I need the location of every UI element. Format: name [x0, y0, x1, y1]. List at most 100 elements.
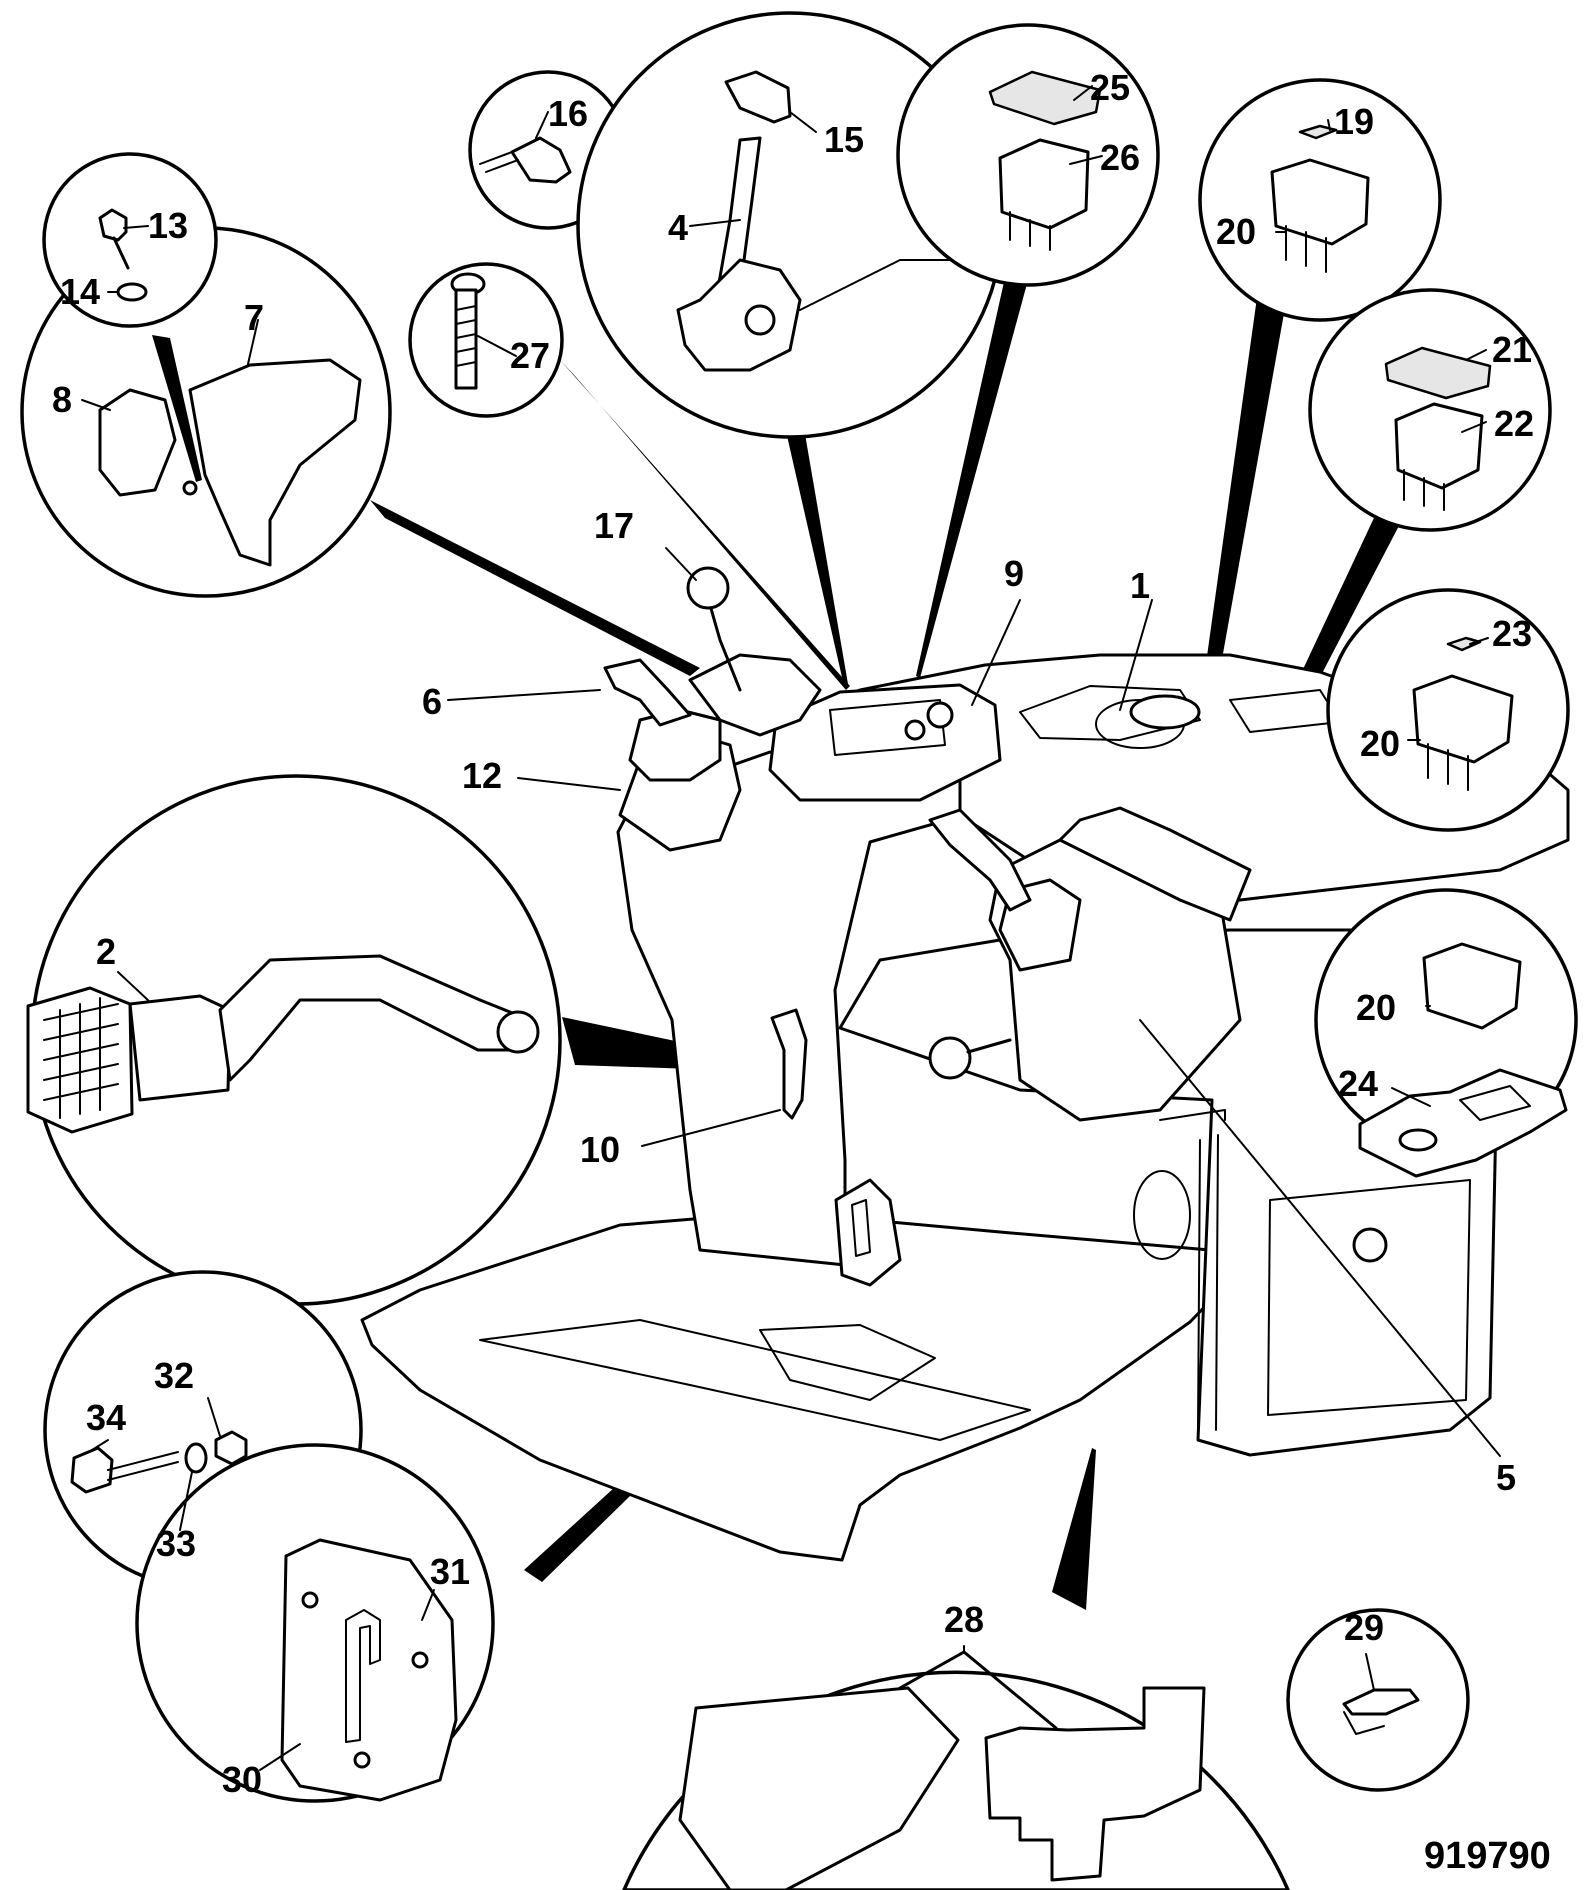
leader-p23 [1469, 637, 1489, 645]
leader-p10 [641, 1109, 781, 1147]
label-26: 26 [1100, 137, 1140, 178]
detail-latch-30 [43, 1270, 495, 1803]
heater-duct-2 [218, 954, 522, 1082]
left-armrest-pad [688, 653, 822, 737]
floor-recess [479, 1319, 1031, 1441]
label-9: 9 [1004, 553, 1024, 594]
leader-p32 [207, 1397, 221, 1437]
leader-p5 [1139, 1019, 1501, 1457]
leader-p2 [117, 971, 151, 1003]
label-20c: 20 [1356, 987, 1396, 1028]
label-30: 30 [222, 1759, 262, 1800]
switch-body-20b [1412, 674, 1514, 764]
label-5: 5 [1496, 1457, 1516, 1498]
leader-p17 [665, 547, 697, 581]
wedge-lever-4 [780, 405, 848, 686]
leader-p8 [81, 399, 111, 411]
label-12: 12 [462, 755, 502, 796]
label-21: 21 [1492, 329, 1532, 370]
label-16: 16 [548, 93, 588, 134]
switch-cap-19 [1298, 124, 1338, 140]
right-joystick-grip [928, 808, 1032, 912]
switch-body-20c [1422, 942, 1522, 1030]
detail-lever-4 [576, 11, 1004, 439]
leader-p12 [517, 777, 621, 791]
wedge-pad-28 [1052, 1448, 1096, 1610]
leader-p29 [1365, 1653, 1375, 1691]
bolt-16 [510, 136, 572, 184]
leader-lines [81, 85, 1501, 1771]
label-10: 10 [580, 1129, 620, 1170]
bolt-27-shaft [454, 288, 478, 390]
label-2: 2 [96, 931, 116, 972]
label-6: 6 [422, 681, 442, 722]
leader-p6 [447, 689, 601, 701]
label-34: 34 [86, 1397, 126, 1438]
label-28: 28 [944, 1599, 984, 1640]
leader-p22 [1461, 421, 1487, 433]
floor-edge [419, 1389, 843, 1561]
left-joystick-grip [603, 658, 692, 727]
label-8: 8 [52, 379, 72, 420]
leader-p26 [1069, 155, 1103, 165]
lever-knob-17 [686, 566, 730, 610]
label-24: 24 [1338, 1063, 1378, 1104]
cable-4 [799, 259, 961, 311]
floor-mat [759, 1324, 936, 1401]
switch-body-20a [1270, 158, 1370, 246]
label-32: 32 [154, 1355, 194, 1396]
leader-p16 [535, 111, 549, 139]
switch-cap-23 [1446, 636, 1482, 652]
label-14: 14 [60, 271, 100, 312]
leader-p24 [1391, 1087, 1431, 1107]
label-7: 7 [244, 297, 264, 338]
label-20a: 20 [1216, 211, 1256, 252]
lever-rod-17 [706, 596, 742, 692]
leader-p9 [971, 599, 1021, 706]
label-23: 23 [1492, 613, 1532, 654]
pad-right-28 [984, 1686, 1206, 1882]
label-15: 15 [824, 119, 864, 160]
label-19: 19 [1334, 101, 1374, 142]
detail-pad-28 [622, 1650, 1290, 1890]
leader-p25 [1073, 85, 1093, 101]
knob-15 [724, 70, 792, 124]
switch-cover-21 [1384, 346, 1492, 400]
detail-heater-2 [26, 774, 562, 1306]
wedge-switch-25 [916, 273, 1028, 678]
bolt-34 [70, 1446, 114, 1494]
leader-p21 [1465, 349, 1487, 361]
lever-body-4 [676, 258, 802, 372]
washer-14 [116, 282, 148, 302]
leader-p19 [1327, 119, 1331, 131]
latch-plate-30 [280, 1538, 458, 1802]
washer-33 [184, 1442, 208, 1474]
wedge-bolt-27 [560, 360, 850, 690]
leader-p30 [259, 1743, 301, 1771]
wedge-armrest [370, 500, 700, 676]
armrest-pad-7 [188, 358, 362, 567]
detail-switch-21-22 [1308, 288, 1552, 532]
switch-body-22 [1394, 402, 1484, 490]
switch-body-26 [998, 138, 1090, 230]
leader-p4 [689, 219, 741, 227]
handle-10 [770, 1008, 808, 1120]
left-joystick-boot [628, 708, 722, 782]
detail-switch-19-20 [1198, 78, 1442, 322]
detail-switch-23-20 [1326, 588, 1570, 832]
leader-p34 [91, 1439, 109, 1451]
detail-switch-25-26 [896, 23, 1160, 287]
label-17: 17 [594, 505, 634, 546]
label-31: 31 [430, 1551, 470, 1592]
label-22: 22 [1494, 403, 1534, 444]
label-20b: 20 [1360, 723, 1400, 764]
label-33: 33 [156, 1523, 196, 1564]
label-4: 4 [668, 207, 688, 248]
right-console-panel [1267, 1179, 1471, 1416]
nut-32 [214, 1430, 248, 1466]
part-labels: 1 2 4 5 6 7 8 9 10 12 13 14 15 16 17 19 … [52, 67, 1534, 1800]
floor-plate [360, 1210, 1244, 1562]
leader-p7 [247, 319, 259, 365]
leader-p1 [1119, 599, 1153, 711]
